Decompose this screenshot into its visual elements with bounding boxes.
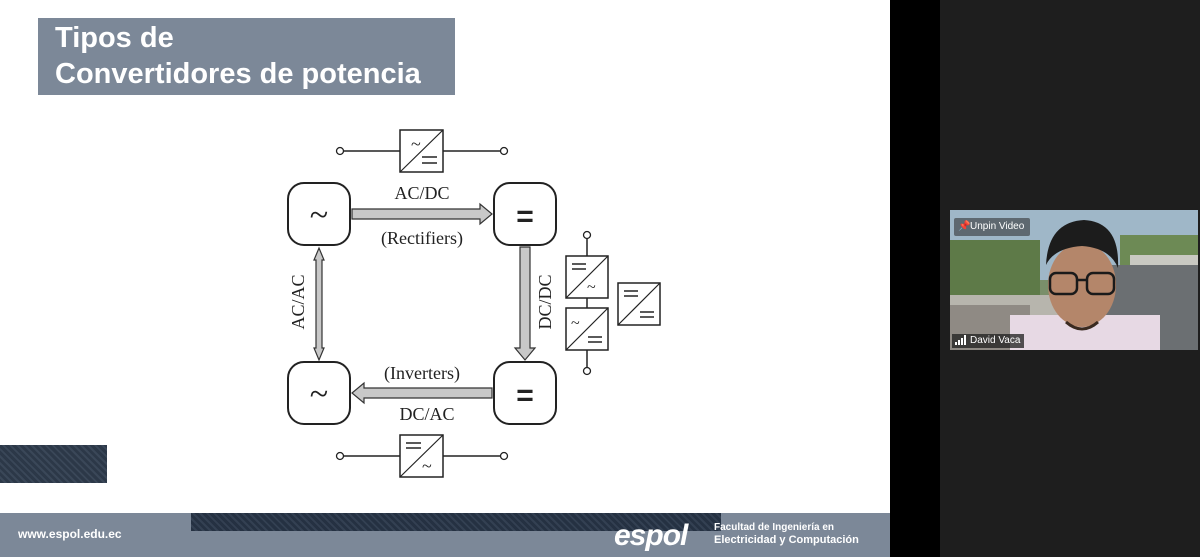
dcdc-type-label: DC/DC [535,274,555,329]
dc-box-top: = [493,182,557,246]
rectifier-name-label: (Rectifiers) [381,228,463,249]
webcam-feed [950,210,1198,350]
faculty-line-2: Electricidad y Computación [714,534,859,546]
footer-decorative-bar [191,513,721,531]
inverter-name-label: (Inverters) [384,363,460,384]
unpin-video-button[interactable]: 📌 Unpin Video [954,218,1031,236]
slide-title-box: Tipos de Convertidores de potencia [38,18,455,95]
rectifier-type-label: AC/DC [394,183,449,203]
participant-name-tag: David Vaca [952,334,1025,348]
signal-strength-icon [955,335,966,345]
pin-icon: 📌 [958,221,971,232]
top-converter-symbol: ~ [335,129,509,173]
ac-symbol-top: ~ [310,197,328,234]
unpin-video-label: Unpin Video [970,221,1025,232]
participant-video-tile[interactable]: 📌 Unpin Video David Vaca [950,210,1198,350]
ac-source-box-top: ~ [287,182,351,246]
converter-types-diagram: ~ ~ = ~ = AC/DC (Rectifiers) [287,129,661,478]
svg-text:~: ~ [587,279,596,296]
dcdc-converter-stack: ~ ~ [565,230,661,376]
rectifier-arrow [351,202,493,226]
dc-symbol-top: = [516,200,534,233]
screen-divider [890,0,940,557]
website-url: www.espol.edu.ec [18,527,122,541]
slide-title-line-1: Tipos de [55,22,174,54]
inverter-arrow [351,381,493,405]
bottom-converter-symbol: ~ [335,434,509,478]
ac-box-bottom: ~ [287,361,351,425]
presentation-slide: Tipos de Convertidores de potencia ~ ~ [0,0,890,557]
dcdc-arrow [513,246,537,361]
slide-title-line-2: Convertidores de potencia [55,58,421,90]
svg-text:~: ~ [422,456,432,476]
dc-symbol-bottom: = [516,379,534,412]
inverter-type-label: DC/AC [399,404,454,424]
svg-text:~: ~ [571,315,580,332]
faculty-line-1: Facultad de Ingeniería en [714,522,835,533]
dc-box-bottom: = [493,361,557,425]
svg-text:~: ~ [411,134,421,154]
ac-symbol-bottom: ~ [310,376,328,413]
decorative-stripe [0,445,107,483]
acac-arrow [313,246,325,362]
acac-type-label: AC/AC [288,274,308,329]
participant-name: David Vaca [970,335,1021,346]
espol-logo: espol [614,519,688,552]
